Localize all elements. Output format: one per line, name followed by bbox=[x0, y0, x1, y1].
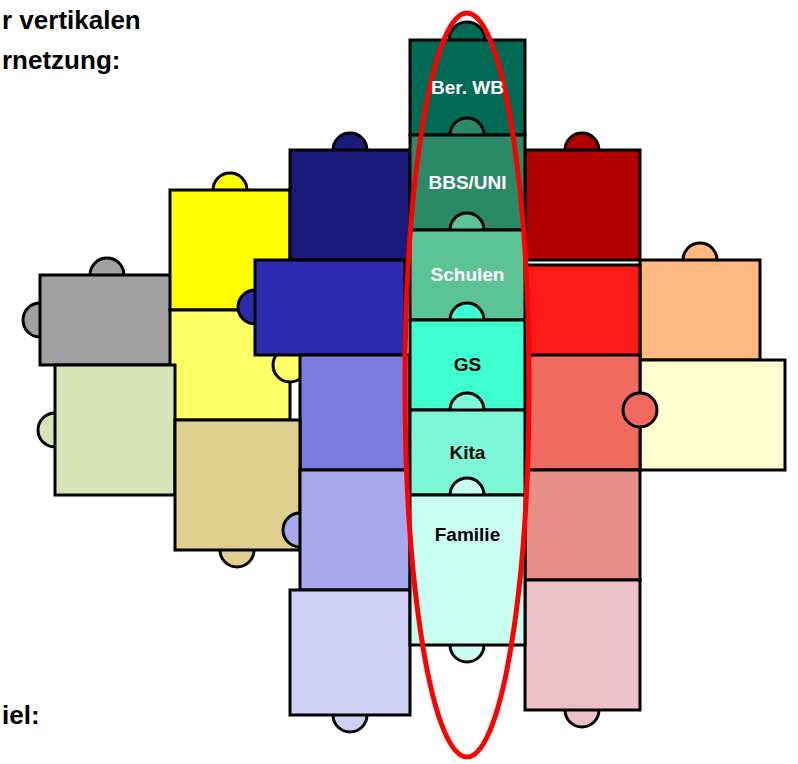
puzzle-piece-label-box: Ber. WB bbox=[410, 40, 525, 135]
piece-label: BBS/UNI bbox=[428, 172, 506, 194]
puzzle-piece bbox=[525, 470, 640, 580]
cut-off-label: iel: bbox=[2, 700, 40, 731]
puzzle-piece bbox=[525, 150, 640, 260]
puzzle-piece-label-box: Familie bbox=[410, 495, 525, 575]
puzzle-piece bbox=[40, 275, 175, 365]
puzzle-piece bbox=[290, 150, 410, 260]
puzzle-piece-label-box: Kita bbox=[410, 410, 525, 495]
piece-label: Kita bbox=[450, 442, 486, 464]
puzzle-piece-label-box: GS bbox=[410, 320, 525, 410]
puzzle-piece bbox=[175, 420, 300, 550]
puzzle-piece bbox=[300, 470, 410, 590]
slide-title: r vertikalen rnetzung: bbox=[2, 0, 180, 80]
puzzle-piece bbox=[640, 360, 785, 470]
piece-label: Familie bbox=[435, 524, 500, 546]
puzzle-piece bbox=[255, 260, 405, 355]
highlight-ellipse bbox=[405, 13, 529, 757]
puzzle-piece bbox=[410, 495, 525, 645]
puzzle-knob bbox=[623, 393, 657, 427]
puzzle-piece-label-box: BBS/UNI bbox=[410, 135, 525, 230]
piece-label: GS bbox=[454, 354, 481, 376]
puzzle-piece bbox=[300, 355, 410, 470]
piece-label: Ber. WB bbox=[431, 77, 504, 99]
puzzle-piece bbox=[525, 580, 640, 710]
puzzle-piece-label-box: Schulen bbox=[410, 230, 525, 320]
puzzle-piece bbox=[55, 365, 175, 495]
puzzle-piece bbox=[640, 260, 760, 360]
piece-label: Schulen bbox=[431, 264, 505, 286]
puzzle-piece bbox=[290, 590, 410, 715]
